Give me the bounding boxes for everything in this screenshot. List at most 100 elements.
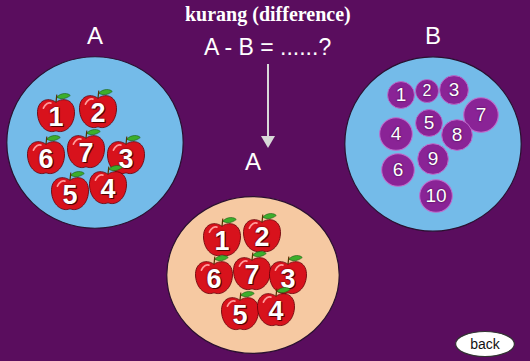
apple-body (257, 294, 294, 326)
apple-leaf (223, 218, 236, 223)
set-outline (345, 57, 521, 231)
apple-number: 1 (214, 226, 229, 257)
back-button: back (455, 331, 515, 357)
apple-leaf (215, 256, 228, 261)
set-circle: A1267354 (5, 55, 185, 230)
ball-number: 9 (428, 148, 439, 170)
apple-leaf (241, 292, 254, 297)
apple-body (203, 224, 240, 256)
text-holder: 1 (387, 81, 415, 109)
apple-item: 3 (105, 135, 147, 177)
text-holder: 3 (439, 75, 469, 105)
title: kurang (difference) (185, 3, 351, 26)
apple-item: 7 (231, 251, 273, 293)
apple-leaf (263, 214, 276, 219)
apple-stem (287, 257, 289, 265)
apple-stem (55, 95, 57, 103)
text-holder: 8 (441, 119, 473, 151)
apple-body (89, 172, 126, 204)
arrow-head (261, 136, 275, 148)
ball-item: 2 (415, 79, 439, 103)
apple-body (269, 262, 306, 294)
apple-number: 6 (206, 264, 221, 295)
apple-number: 5 (232, 300, 247, 331)
text-holder: 6 (25, 135, 67, 177)
set-outline (7, 57, 183, 229)
apple-leaf (47, 136, 60, 141)
apple-body (107, 142, 144, 174)
ball-body (415, 79, 438, 102)
ball-item: 8 (441, 119, 473, 151)
apple-body (79, 96, 116, 128)
apple-number: 7 (78, 138, 93, 169)
apple-number: 7 (244, 260, 259, 291)
apple-leaf (277, 288, 290, 293)
set-name: A (5, 23, 185, 49)
text-holder: 4 (379, 117, 413, 151)
text-holder: 1 (201, 217, 243, 259)
set-name: B (343, 23, 523, 49)
ball-number: 5 (424, 112, 435, 134)
text-holder: 2 (415, 79, 439, 103)
ball-number: 8 (452, 124, 463, 146)
ball-number: 2 (423, 82, 432, 100)
ball-item: 1 (387, 81, 415, 109)
apple-item: 4 (87, 165, 129, 207)
apple-item: 6 (25, 135, 67, 177)
set-outline (167, 197, 339, 354)
apple-leaf (99, 90, 112, 95)
apple-body (195, 262, 232, 294)
apple-leaf (87, 130, 100, 135)
apple-item: 2 (241, 213, 283, 255)
apple-stem (239, 293, 241, 301)
apple-stem (261, 215, 263, 223)
text-holder: 4 (255, 287, 297, 329)
set-name: A (165, 149, 341, 175)
text-holder: 6 (193, 255, 235, 297)
apple-number: 4 (268, 296, 283, 327)
ball-number: 6 (393, 159, 404, 181)
apple-stem (45, 137, 47, 145)
text-holder: 9 (417, 143, 449, 175)
apple-number: 4 (100, 174, 115, 205)
button-label: back (470, 336, 500, 352)
equation-label: A - B = ......? (204, 34, 331, 61)
ball-number: 4 (391, 123, 402, 145)
text-holder: 5 (49, 171, 91, 213)
apple-leaf (289, 256, 302, 261)
ball-body (382, 154, 415, 187)
ball-body (440, 76, 469, 105)
apple-stem (107, 167, 109, 175)
ball-number: 1 (396, 84, 407, 106)
apple-stem (213, 257, 215, 265)
apple-body (27, 142, 64, 174)
apple-stem (125, 137, 127, 145)
ball-body (442, 120, 473, 151)
text-holder: 3 (105, 135, 147, 177)
text-holder: 10 (419, 179, 453, 213)
ball-body (388, 82, 415, 109)
ball-item: 4 (379, 117, 413, 151)
ball-body (420, 180, 453, 213)
apple-number: 2 (90, 98, 105, 129)
ball-body (416, 110, 443, 137)
ball-item: 5 (415, 109, 443, 137)
apple-stem (85, 131, 87, 139)
apple-stem (97, 91, 99, 99)
apple-body (233, 258, 270, 290)
ball-body (418, 144, 449, 175)
set-circle: A1267354 (165, 195, 341, 355)
apple-leaf (253, 252, 266, 257)
ball-number: 10 (425, 185, 446, 207)
apple-number: 3 (118, 144, 133, 175)
ball-body (380, 118, 413, 151)
apple-item: 5 (219, 291, 261, 333)
ball-item: 9 (417, 143, 449, 175)
text-holder: 7 (231, 251, 273, 293)
apple-number: 1 (48, 102, 63, 133)
arrow-shaft (267, 64, 269, 138)
ball-item: 10 (419, 179, 453, 213)
apple-leaf (127, 136, 140, 141)
ball-number: 7 (476, 104, 487, 126)
apple-stem (275, 289, 277, 297)
